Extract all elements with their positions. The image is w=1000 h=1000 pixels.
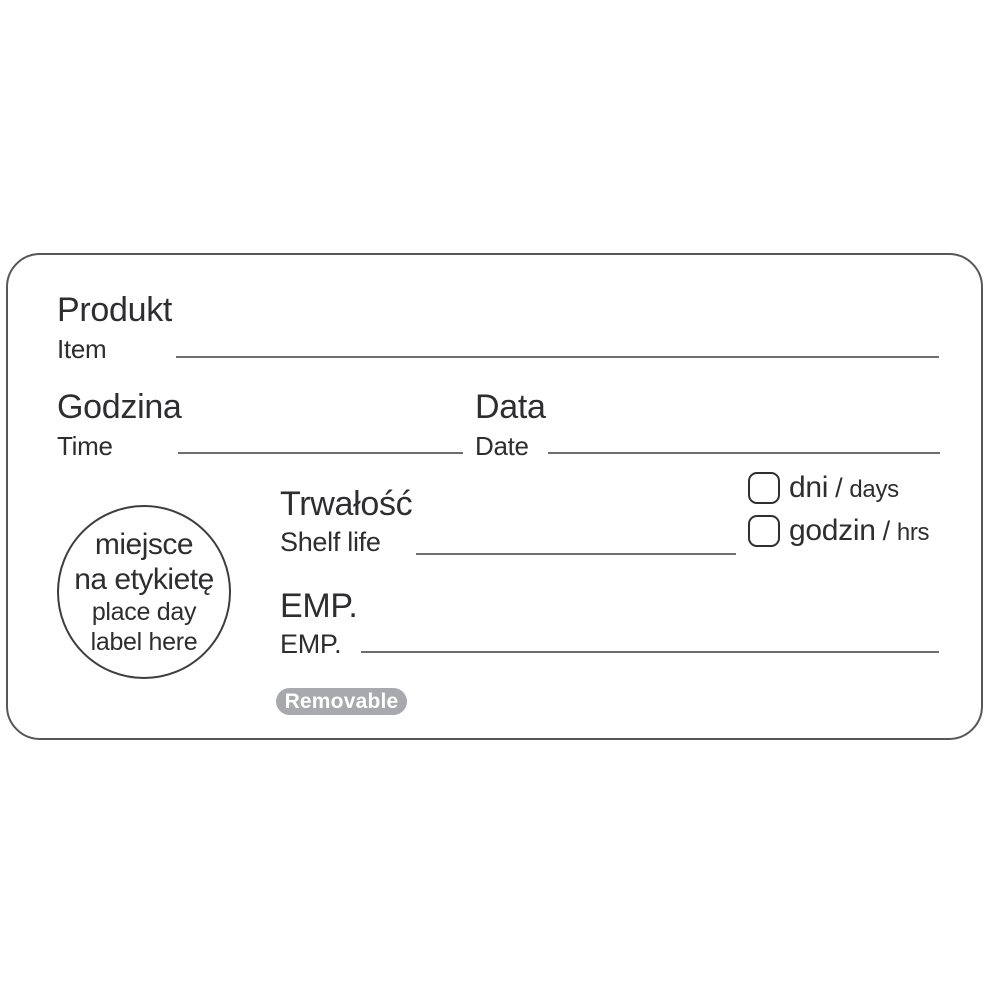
circle-text-en-line1: place day <box>91 598 197 626</box>
circle-text-en-line2: label here <box>90 628 198 656</box>
hours-label-separator: / <box>882 516 891 546</box>
hours-option-row: godzin / hrs <box>748 514 930 548</box>
day-label-placement-circle[interactable]: miejsce na etykietę place day label here <box>57 505 231 679</box>
date-label-pl: Data <box>475 388 546 426</box>
removable-badge-text: Removable <box>284 689 399 713</box>
employee-label-en: EMP. <box>280 629 342 659</box>
days-option-row: dni / days <box>748 471 899 505</box>
time-label-pl: Godzina <box>57 388 182 426</box>
product-label-en: Item <box>57 334 107 364</box>
hours-option-label: godzin / hrs <box>789 514 930 548</box>
time-write-line[interactable] <box>178 452 463 454</box>
food-rotation-label: Produkt Item Godzina Time Data Date Trwa… <box>6 253 983 740</box>
date-write-line[interactable] <box>548 452 940 454</box>
employee-write-line[interactable] <box>361 651 939 653</box>
circle-text-pl-line1: miejsce <box>94 528 194 561</box>
days-label-pl: dni <box>789 471 829 504</box>
hours-checkbox[interactable] <box>748 515 780 547</box>
days-label-separator: / <box>835 473 843 503</box>
time-label-en: Time <box>57 431 113 461</box>
shelf-life-label-en: Shelf life <box>280 527 381 557</box>
date-label-en: Date <box>475 431 529 461</box>
days-option-label: dni / days <box>789 471 899 505</box>
shelf-life-label-pl: Trwałość <box>280 485 413 523</box>
hours-label-pl: godzin <box>789 514 876 547</box>
days-label-en: days <box>849 476 899 503</box>
product-label-pl: Produkt <box>57 291 173 329</box>
employee-label-pl: EMP. <box>280 587 358 625</box>
hours-label-en: hrs <box>896 519 930 546</box>
days-checkbox[interactable] <box>748 472 780 504</box>
product-write-line[interactable] <box>176 356 939 358</box>
removable-badge: Removable <box>276 688 407 715</box>
shelf-life-write-line[interactable] <box>416 553 736 555</box>
circle-text-pl-line2: na etykietę <box>74 563 214 596</box>
